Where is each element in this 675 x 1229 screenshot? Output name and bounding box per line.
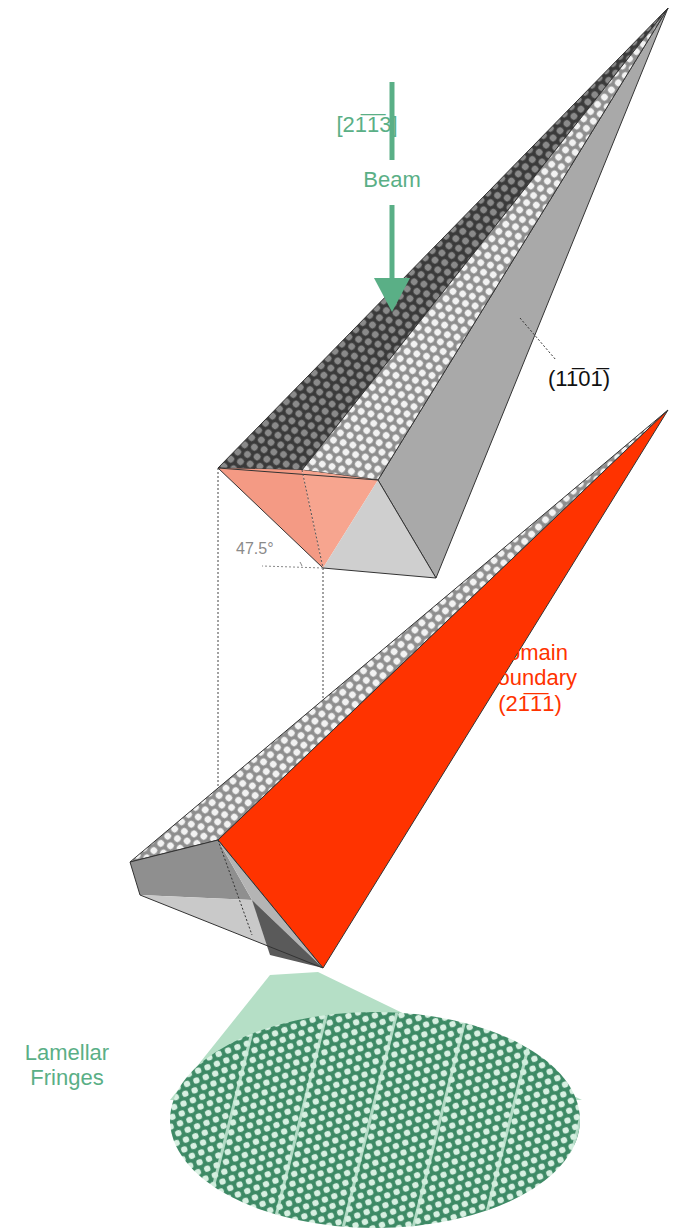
beam-direction: [21̅1̅3]	[312, 112, 422, 137]
fringes-label: Lamellar Fringes	[12, 1040, 122, 1091]
domain-boundary-label: Domain Boundary (21̅1̅1)	[465, 640, 595, 716]
beam-label: Beam	[342, 167, 442, 192]
angle-label: 47.5°	[236, 540, 296, 558]
plane-index: (11̅01̅)	[548, 366, 658, 391]
